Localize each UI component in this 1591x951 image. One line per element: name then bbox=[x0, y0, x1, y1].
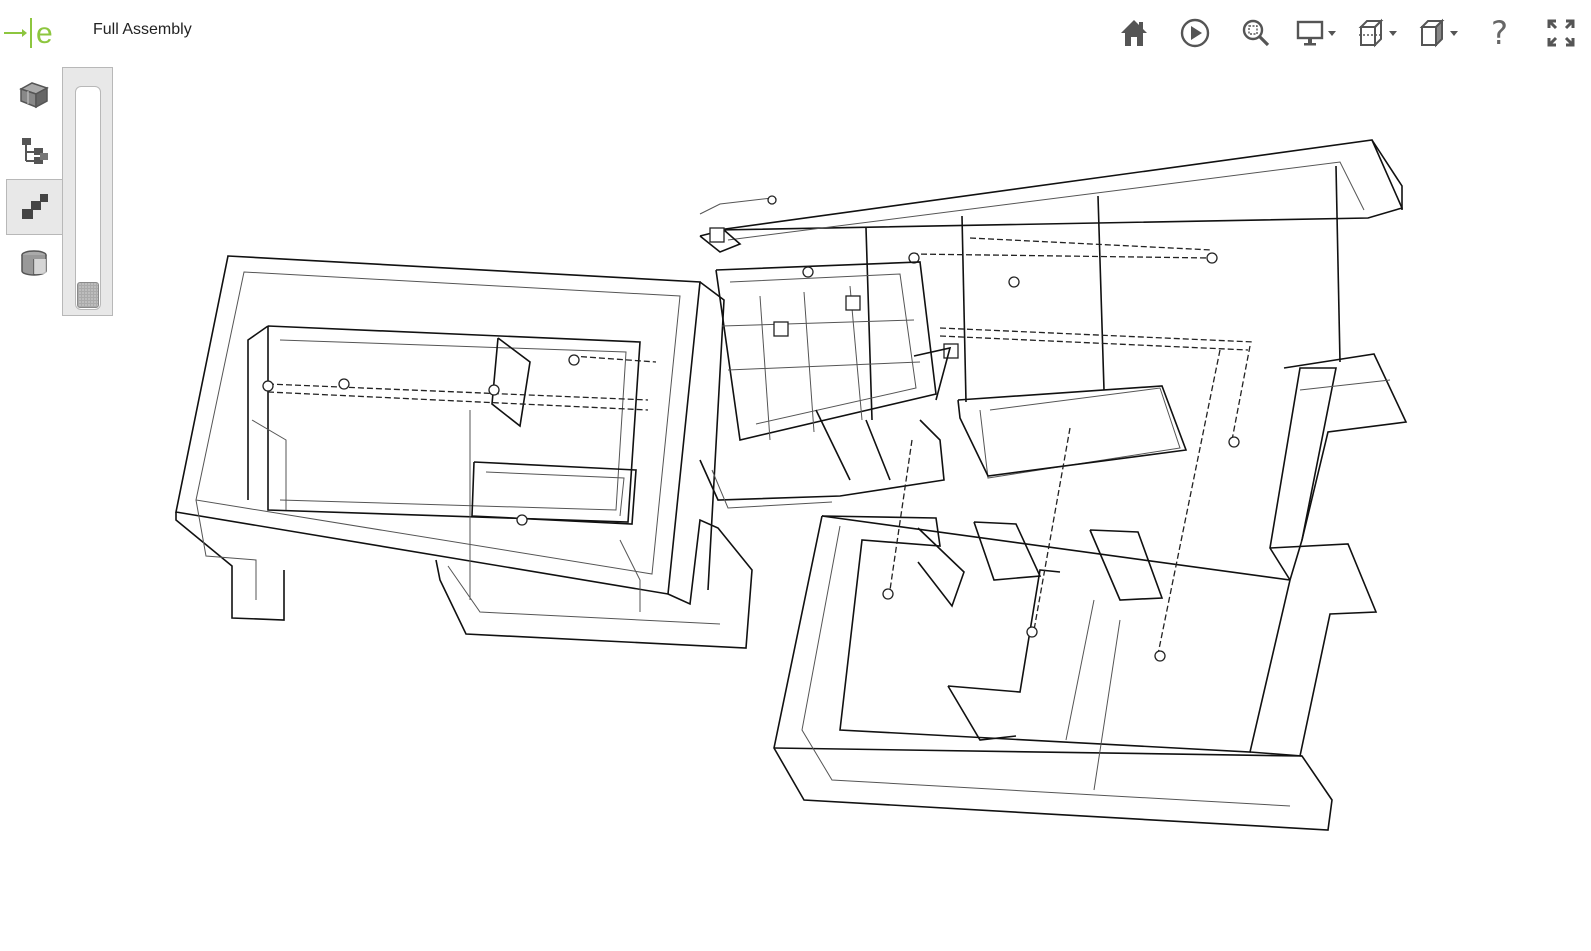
explode-slider-panel bbox=[62, 67, 113, 316]
tree-icon bbox=[22, 138, 48, 164]
explode-slider[interactable] bbox=[75, 86, 101, 310]
view-orientation-button[interactable] bbox=[1408, 10, 1469, 56]
parts-button[interactable] bbox=[6, 67, 62, 123]
home-icon bbox=[1120, 20, 1147, 46]
play-icon bbox=[1180, 18, 1209, 48]
section-button[interactable] bbox=[1347, 10, 1408, 56]
page-title: Full Assembly bbox=[93, 21, 192, 38]
top-toolbar: ? bbox=[1103, 10, 1591, 56]
assembly-tree-button[interactable] bbox=[6, 123, 62, 179]
cube-icon bbox=[1419, 18, 1458, 48]
app-logo: e bbox=[4, 12, 60, 52]
zoom-icon bbox=[1242, 19, 1269, 47]
lower-right-tank-frame bbox=[773, 345, 1408, 831]
side-toolbar bbox=[6, 67, 62, 291]
section-cube-icon bbox=[1358, 18, 1397, 48]
upper-right-tank-frame bbox=[717, 139, 1404, 479]
help-button[interactable]: ? bbox=[1469, 10, 1530, 56]
section-cylinder-icon bbox=[21, 250, 47, 276]
fullscreen-button[interactable] bbox=[1530, 10, 1591, 56]
chevron-down-icon bbox=[1388, 31, 1397, 36]
left-tank-frame bbox=[175, 255, 753, 649]
logo-letter: e bbox=[36, 17, 53, 50]
monitor-icon bbox=[1296, 20, 1336, 46]
chevron-down-icon bbox=[1449, 31, 1458, 36]
parts-cube-icon bbox=[19, 82, 49, 109]
help-icon: ? bbox=[1491, 14, 1508, 52]
chevron-down-icon bbox=[1327, 31, 1336, 36]
zoom-fit-button[interactable] bbox=[1225, 10, 1286, 56]
fullscreen-icon bbox=[1547, 19, 1574, 47]
slider-thumb[interactable] bbox=[77, 282, 99, 308]
display-mode-button[interactable] bbox=[1286, 10, 1347, 56]
measure-button[interactable] bbox=[6, 235, 62, 291]
home-button[interactable] bbox=[1103, 10, 1164, 56]
logo-icon: e bbox=[4, 17, 53, 50]
explode-button[interactable] bbox=[6, 179, 62, 235]
center-pump-cluster bbox=[699, 195, 959, 509]
explode-icon bbox=[21, 194, 48, 219]
play-button[interactable] bbox=[1164, 10, 1225, 56]
